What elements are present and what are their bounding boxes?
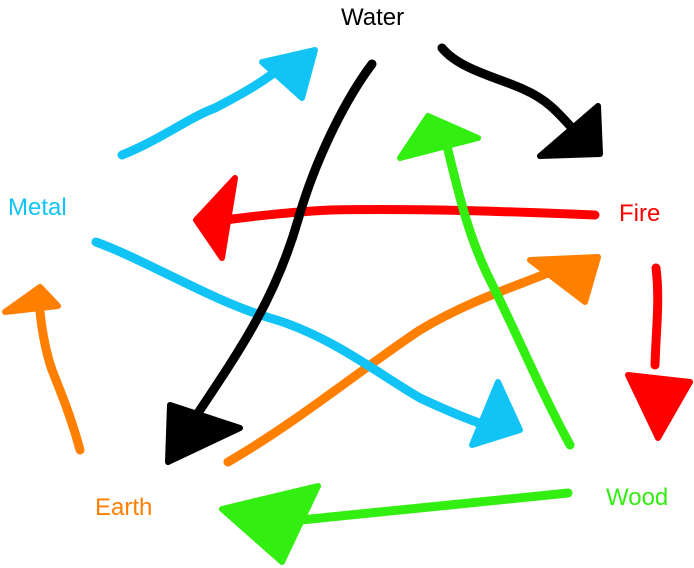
arrow-metal-to-wood bbox=[91, 237, 523, 448]
arrow-earth-to-metal bbox=[2, 284, 85, 455]
arrow-shaft bbox=[443, 145, 575, 450]
node-label-metal: Metal bbox=[8, 194, 67, 221]
arrow-shaft bbox=[223, 267, 555, 467]
arrow-head bbox=[193, 175, 238, 261]
arrow-shaft bbox=[437, 43, 577, 133]
arrow-shaft bbox=[35, 307, 85, 455]
arrow-shaft bbox=[650, 263, 663, 370]
arrow-water-to-earth bbox=[165, 59, 377, 465]
arrow-head bbox=[2, 284, 61, 315]
arrow-head bbox=[537, 103, 603, 159]
arrow-layer bbox=[2, 43, 693, 565]
arrow-head bbox=[165, 402, 243, 465]
node-label-wood: Wood bbox=[606, 484, 669, 511]
arrow-shaft bbox=[185, 59, 377, 430]
arrow-head bbox=[469, 379, 523, 448]
arrow-wood-to-water bbox=[397, 113, 575, 450]
arrow-shaft bbox=[220, 204, 600, 225]
arrow-fire-to-metal bbox=[193, 175, 600, 261]
arrow-head bbox=[397, 113, 481, 161]
arrow-head bbox=[219, 483, 321, 565]
arrow-water-to-fire bbox=[437, 43, 603, 159]
arrow-wood-to-earth bbox=[219, 483, 573, 565]
node-label-water: Water bbox=[341, 4, 405, 31]
arrow-metal-to-water bbox=[117, 47, 318, 160]
arrow-shaft bbox=[117, 67, 280, 160]
node-label-fire: Fire bbox=[619, 200, 661, 227]
arrow-head bbox=[527, 254, 601, 305]
node-label-earth: Earth bbox=[95, 494, 153, 521]
arrow-head bbox=[625, 372, 693, 441]
arrow-earth-to-fire bbox=[223, 254, 601, 467]
arrow-shaft bbox=[91, 237, 490, 430]
arrow-shaft bbox=[280, 488, 573, 527]
arrow-fire-to-earth bbox=[625, 263, 693, 441]
arrow-head bbox=[259, 47, 318, 101]
